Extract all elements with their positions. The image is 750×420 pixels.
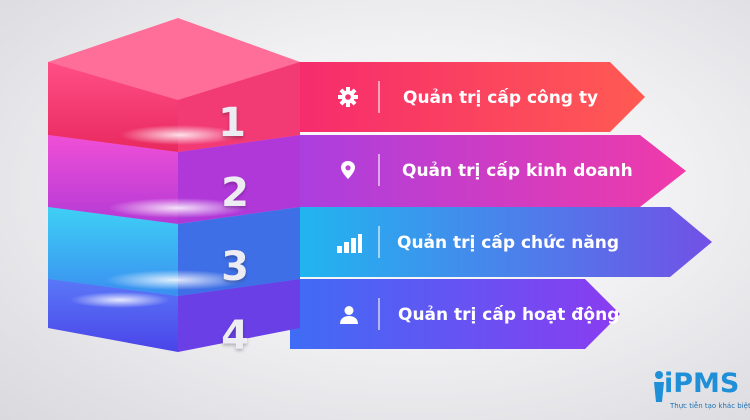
level-label-2: Quản trị cấp kinh doanh <box>402 161 633 181</box>
divider-3 <box>378 226 380 258</box>
level-number-4: 4 <box>221 313 249 359</box>
divider-2 <box>378 154 380 186</box>
bar-chart-icon <box>336 231 362 255</box>
level-label-1: Quản trị cấp công ty <box>403 88 599 108</box>
shine-2 <box>108 198 248 218</box>
logo-figure-icon <box>654 371 664 402</box>
level-label-4: Quản trị cấp hoạt động <box>398 305 620 325</box>
shine-3 <box>105 270 245 290</box>
arrow-banner-2 <box>290 135 686 207</box>
logo-brand-text: iPMS <box>664 368 740 399</box>
arrow-banner-4 <box>290 279 620 349</box>
block-4-side <box>178 279 300 352</box>
level-number-3: 3 <box>221 244 249 290</box>
divider-4 <box>378 298 380 330</box>
logo-tagline: Thực tiễn tạo khác biệt <box>670 402 750 410</box>
arrow-banner-1 <box>290 62 645 132</box>
map-pin-icon <box>336 158 360 182</box>
user-icon <box>337 303 361 327</box>
level-label-3: Quản trị cấp chức năng <box>397 233 620 253</box>
shine-4 <box>70 292 170 308</box>
block-1-top <box>48 18 300 100</box>
level-number-2: 2 <box>221 170 249 216</box>
level-number-1: 1 <box>218 100 246 146</box>
arrow-banner-3 <box>290 207 712 277</box>
gear-icon <box>336 85 360 109</box>
divider-1 <box>378 81 380 113</box>
shine-1 <box>120 125 240 145</box>
ipms-logo: iPMS Thực tiễn tạo khác biệt <box>652 368 750 416</box>
